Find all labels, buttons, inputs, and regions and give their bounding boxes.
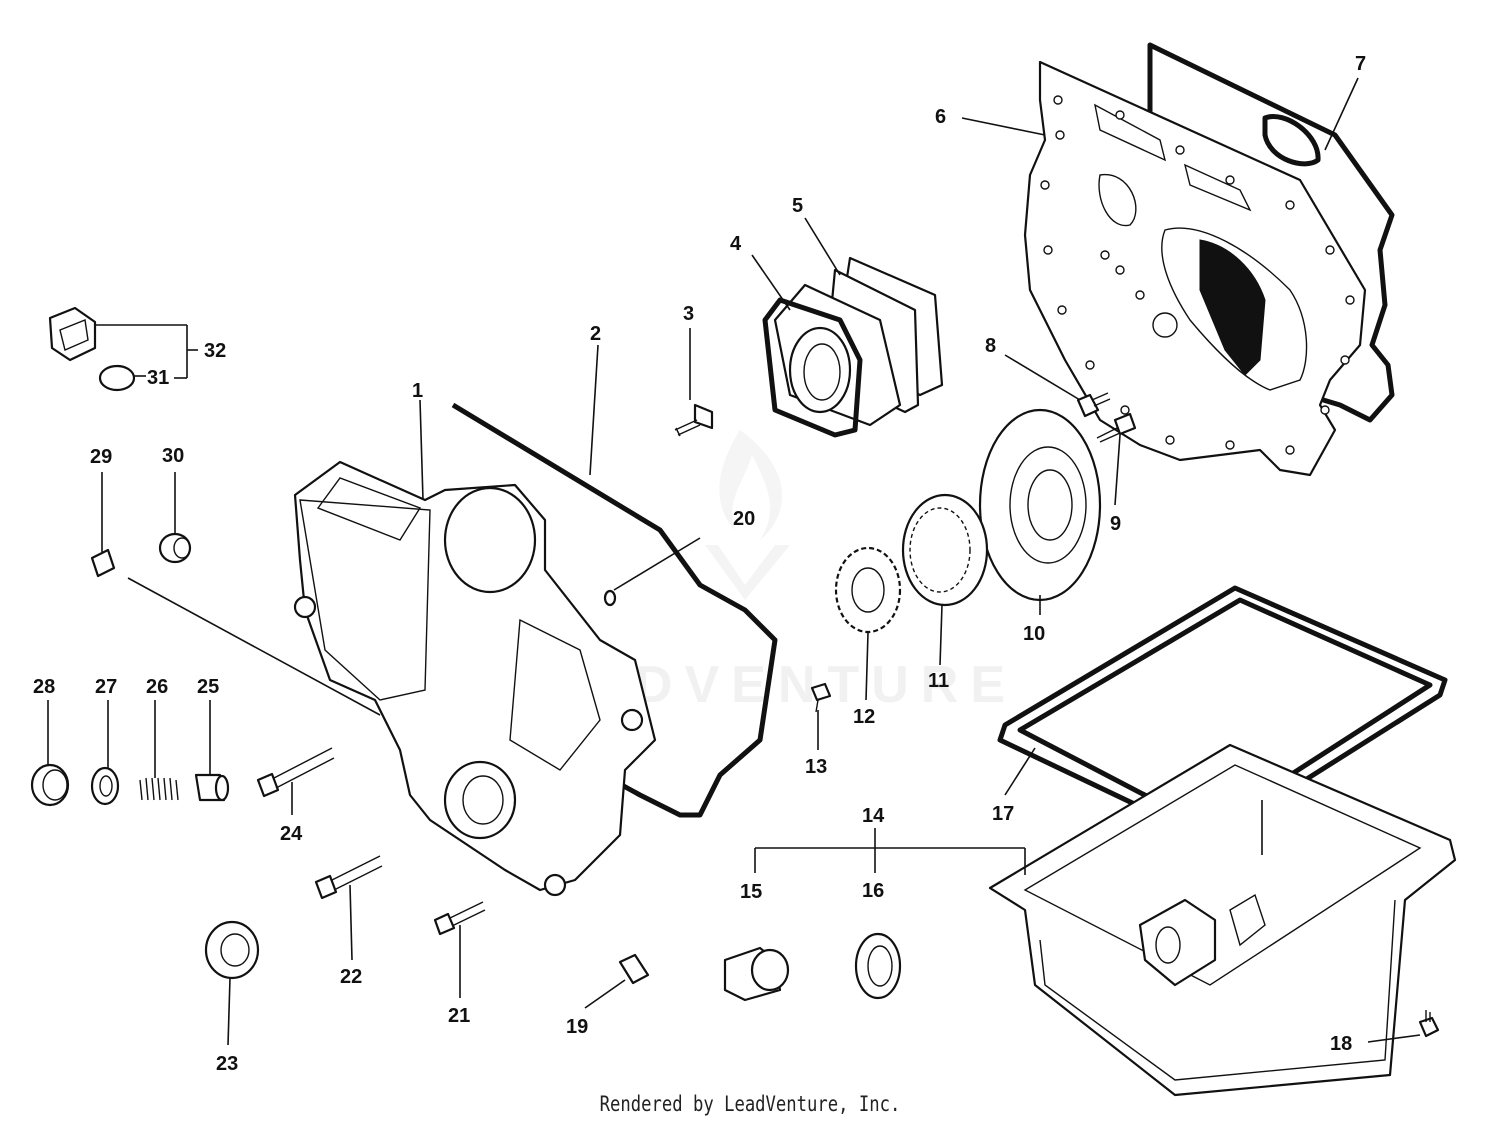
callout-19: 19 [566,1016,588,1038]
part-18-bolt [1418,1010,1440,1038]
part-11-outer-rotor [901,493,989,607]
callout-12: 12 [853,706,875,728]
part-24-bolt [256,747,335,798]
callout-2: 2 [590,323,601,345]
part-20-o-ring [603,589,617,607]
callout-4: 4 [730,233,742,255]
part-13-bolt [810,682,832,713]
part-12-inner-rotor [834,546,902,634]
callout-14: 14 [862,805,885,827]
callout-15: 15 [740,881,762,903]
part-21-bolt [433,901,486,936]
part-10-pump-body [978,408,1102,602]
part-6-rear-plate [1023,60,1367,477]
callout-13: 13 [805,756,827,778]
oil-pan [988,743,1457,1097]
part-2-gasket [451,402,778,818]
part-4-seal-housing [762,283,902,438]
part-3-bolt [674,403,714,437]
part-8-bolt [1076,392,1111,418]
part-26-spring [139,777,179,801]
part-15-drain-plug [723,946,790,1002]
part-23-oil-seal [204,920,260,980]
callout-25: 25 [197,676,219,698]
callout-26: 26 [146,676,168,698]
callout-24: 24 [280,823,303,845]
leader-lines [47,77,1421,1046]
callout-31: 31 [147,367,169,389]
callout-22: 22 [340,966,362,988]
part-30-bushing [158,532,192,564]
callout-11: 11 [928,670,949,692]
part-27-washer [90,766,120,806]
callout-30: 30 [162,445,184,467]
callout-labels: 1 2 3 4 5 6 7 8 9 10 11 12 13 14 15 16 1… [33,53,1366,1075]
callout-3: 3 [683,303,694,325]
callout-28: 28 [33,676,55,698]
callout-10: 10 [1023,623,1045,645]
part-9-bolt [1096,412,1137,443]
part-19-plug [618,953,650,985]
part-31-o-ring [98,364,136,392]
footer-credit: Rendered by LeadVenture, Inc. [599,1092,901,1116]
callout-32: 32 [204,340,226,362]
part-32-filler-cap [48,306,97,362]
callout-7: 7 [1355,53,1366,75]
callout-20: 20 [733,508,755,530]
part-25-valve [194,773,230,802]
callout-29: 29 [90,446,112,468]
callout-6: 6 [935,106,946,128]
callout-18: 18 [1330,1033,1352,1055]
callout-21: 21 [448,1005,470,1027]
part-16-washer [854,932,902,1000]
callout-9: 9 [1110,513,1121,535]
callout-8: 8 [985,335,996,357]
callout-27: 27 [95,676,117,698]
callout-5: 5 [792,195,803,217]
callout-1: 1 [412,380,423,402]
plate-bolt-holes [1040,95,1355,455]
part-29-plug [90,548,116,578]
callout-17: 17 [992,803,1014,825]
part-1-gear-case [293,460,657,897]
part-22-bolt [314,855,383,900]
callout-23: 23 [216,1053,238,1075]
part-28-cap [30,763,70,807]
callout-16: 16 [862,880,884,902]
